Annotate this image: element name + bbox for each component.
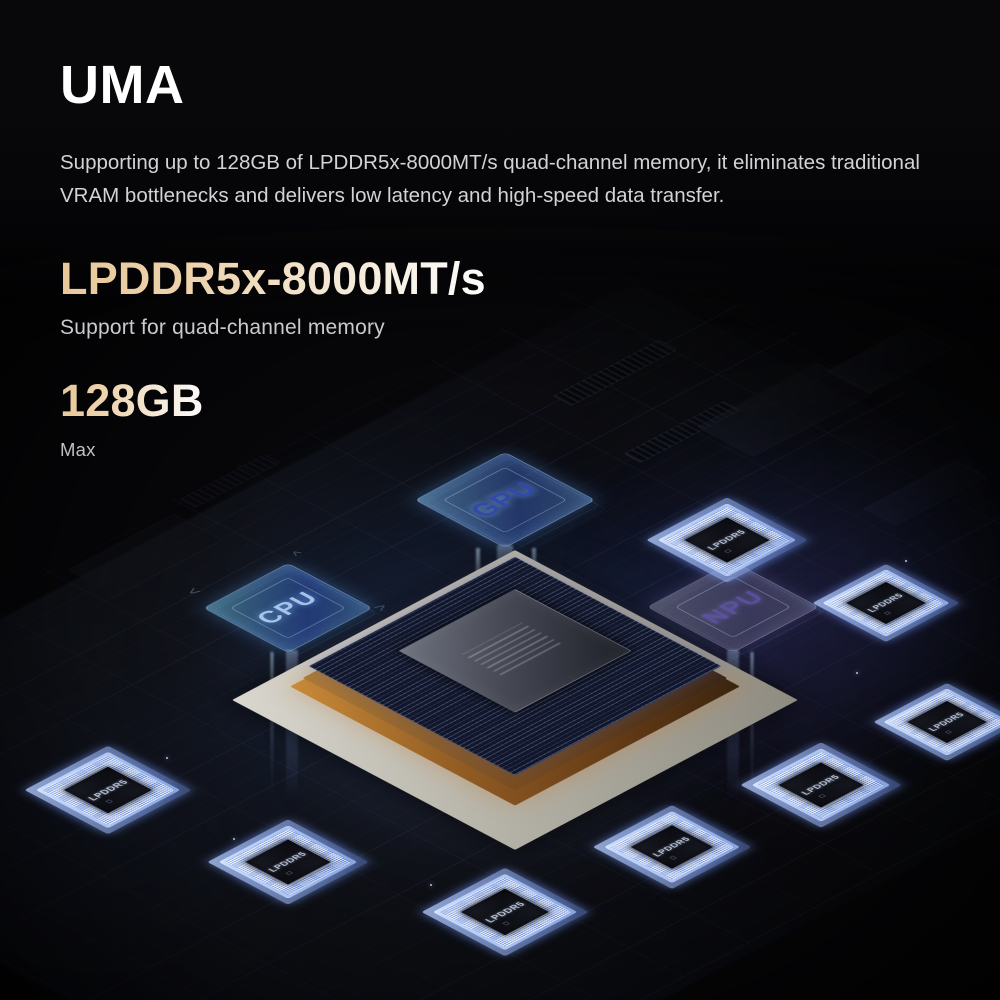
memory-chip-notch — [883, 611, 891, 615]
memory-chip: LPDDR5 — [407, 860, 603, 964]
section-description: Supporting up to 128GB of LPDDR5x-8000MT… — [60, 151, 920, 208]
memory-chip: LPDDR5 — [10, 738, 206, 842]
spec-memory-speed-value: LPDDR5x-8000MT/s — [60, 253, 486, 305]
memory-chip: LPDDR5 — [194, 812, 382, 912]
beam-cpu-2 — [270, 652, 274, 794]
spec-memory-capacity-value: 128GB — [60, 374, 204, 426]
bracket-mark-up: ^ — [289, 549, 311, 561]
memory-chip-notch — [285, 871, 293, 876]
memory-chip-notch — [724, 549, 732, 554]
memory-chip-label: LPDDR5 — [705, 528, 749, 552]
copy-block: UMA Supporting up to 128GB of LPDDR5x-80… — [60, 58, 980, 461]
memory-chip: LPDDR5 — [633, 490, 821, 590]
spec-memory-capacity: 128GB Max — [60, 376, 980, 462]
bracket-mark-left: < — [183, 585, 206, 598]
spec-memory-speed-label: Support for quad-channel memory — [60, 315, 385, 339]
page-title: UMA — [60, 55, 185, 115]
memory-chip-notch — [818, 794, 826, 799]
memory-chip: LPDDR5 — [580, 798, 764, 896]
memory-chip: LPDDR5 — [861, 676, 1000, 768]
memory-chip-label: LPDDR5 — [482, 900, 528, 924]
memory-chip-label: LPDDR5 — [85, 778, 131, 802]
spec-memory-speed: LPDDR5x-8000MT/s Support for quad-channe… — [60, 254, 980, 340]
memory-chip-notch — [944, 730, 952, 734]
gpu-block: GPU — [414, 452, 607, 555]
gpu-label: GPU — [463, 478, 546, 522]
spec-memory-capacity-label: Max — [60, 439, 96, 461]
memory-chip: LPDDR5 — [800, 557, 972, 649]
memory-chip: LPDDR5 — [727, 735, 915, 835]
memory-chip-notch — [669, 855, 677, 860]
memory-chip-label: LPDDR5 — [799, 773, 843, 797]
memory-chip-label: LPDDR5 — [266, 850, 310, 874]
memory-chip-notch — [501, 921, 510, 926]
memory-chip-notch — [104, 799, 113, 804]
